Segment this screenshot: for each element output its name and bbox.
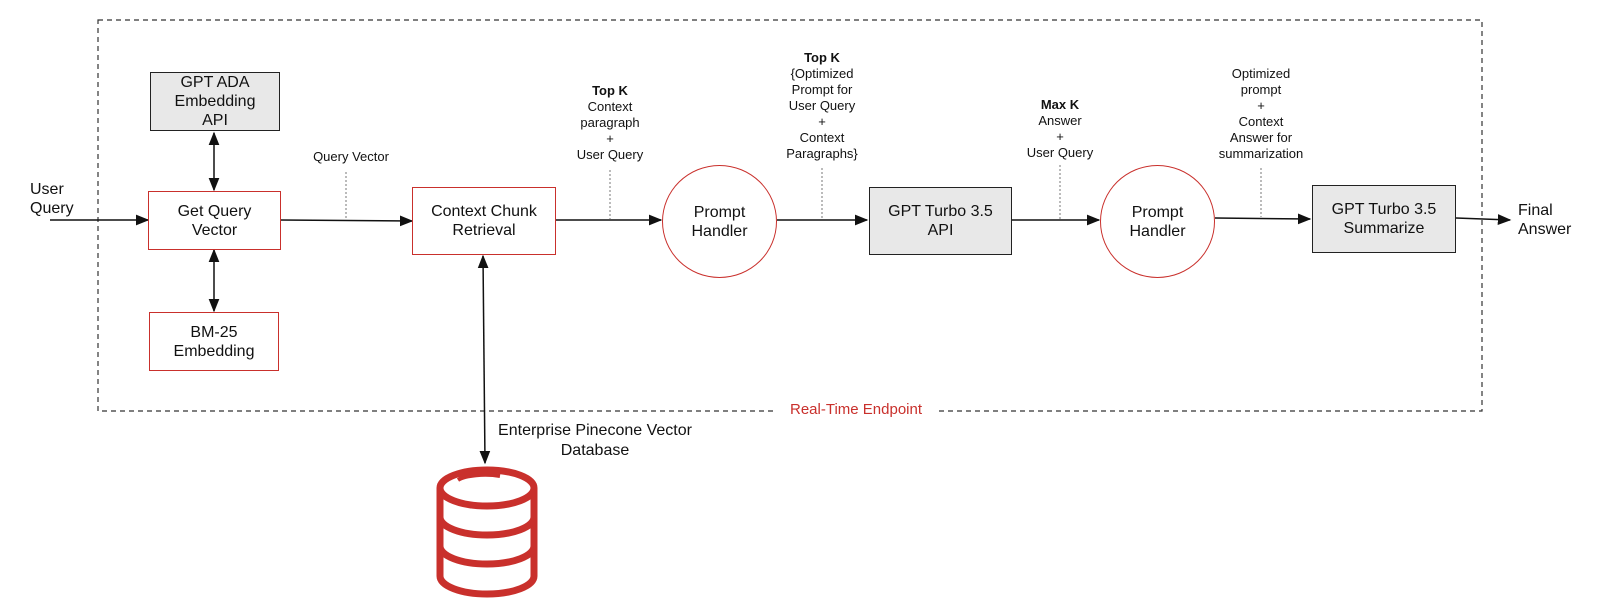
edge-label-api-out: Max K Answer + User Query [1008,97,1112,161]
edge-label-retrieval-out-bold: Top K [592,83,628,98]
bm25-embedding-node: BM-25 Embedding [149,312,279,371]
edge-label-handler1-out-bold: Top K [804,50,840,65]
edge-label-handler1-out-body: {Optimized Prompt for User Query + Conte… [786,66,858,161]
database-label: Enterprise Pinecone Vector Database [498,422,692,459]
edge-label-api-out-body: Answer + User Query [1026,113,1094,160]
edge-label-retrieval-out: Top K Context paragraph + User Query [560,83,660,163]
edge-label-query-vector-text: Query Vector [313,149,389,164]
edge-label-api-out-bold: Max K [1040,97,1080,112]
edge-label-handler2-out: Optimized prompt + Context Answer for su… [1206,66,1316,162]
gpt-turbo-api-node: GPT Turbo 3.5 API [869,187,1012,255]
context-chunk-retrieval-node: Context Chunk Retrieval [412,187,556,255]
input-label: User Query [30,181,74,217]
arrow-get-query-vector-to-context-chunk [279,215,414,227]
output-label: Final Answer [1518,202,1572,238]
database-icon [436,466,538,598]
get-query-vector-node: Get Query Vector [148,191,281,250]
arrow-prompt-handler-2-to-summarize [1214,213,1312,225]
edge-label-handler1-out: Top K {Optimized Prompt for User Query +… [772,50,872,162]
prompt-handler-node: Prompt Handler [662,165,777,278]
gpt-turbo-summarize-node: GPT Turbo 3.5 Summarize [1312,185,1456,253]
prompt-handler-2-node: Prompt Handler [1100,165,1215,278]
arrow-summarize-to-output [1455,214,1512,225]
endpoint-boundary-label: Real-Time Endpoint [776,401,937,418]
edge-label-retrieval-out-body: Context paragraph + User Query [576,99,644,162]
edge-label-query-vector: Query Vector [296,149,406,165]
arrow-context-chunk-database [477,254,491,465]
gpt-ada-embedding-api-node: GPT ADA Embedding API [150,72,280,131]
edge-label-handler2-out-body: Optimized prompt + Context Answer for su… [1218,66,1304,161]
